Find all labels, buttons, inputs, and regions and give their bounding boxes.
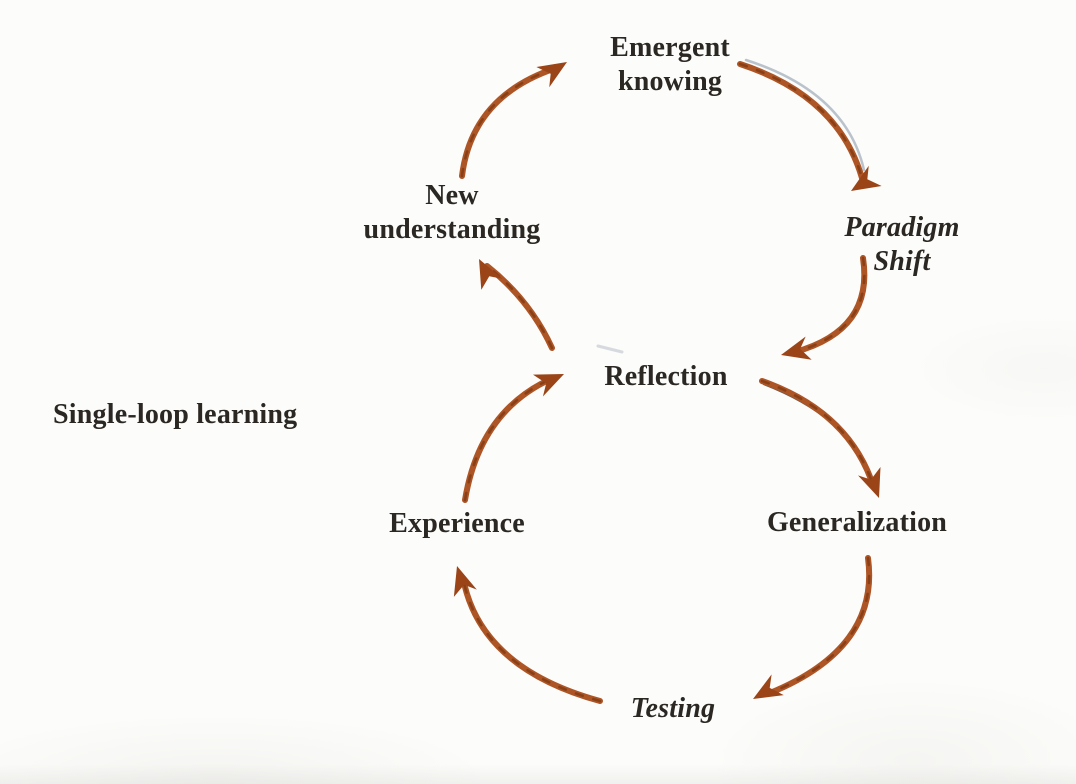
scan-smudge	[596, 344, 624, 354]
arrow-experience-to-reflection	[462, 374, 564, 503]
label-single-loop-learning: Single-loop learning	[53, 399, 298, 430]
node-testing: Testing	[630, 693, 716, 724]
node-generalization: Generalization	[766, 507, 948, 538]
scan-shadow	[0, 764, 1076, 784]
arrow-reflection-to-new-understanding	[479, 259, 555, 351]
node-emergent-knowing: Emergent knowing	[610, 32, 730, 97]
node-reflection: Reflection	[604, 361, 728, 392]
arrow-emergent-knowing-to-paradigm-shift	[737, 58, 882, 191]
arrow-testing-to-experience	[453, 566, 603, 704]
arrow-generalization-to-testing	[753, 555, 873, 699]
node-new-understanding: New understanding	[363, 180, 541, 245]
arrow-reflection-to-generalization	[759, 378, 881, 498]
arrow-new-understanding-to-emergent-knowing	[459, 62, 567, 179]
node-experience: Experience	[389, 508, 525, 539]
node-paradigm-shift: Paradigm Shift	[844, 212, 960, 277]
